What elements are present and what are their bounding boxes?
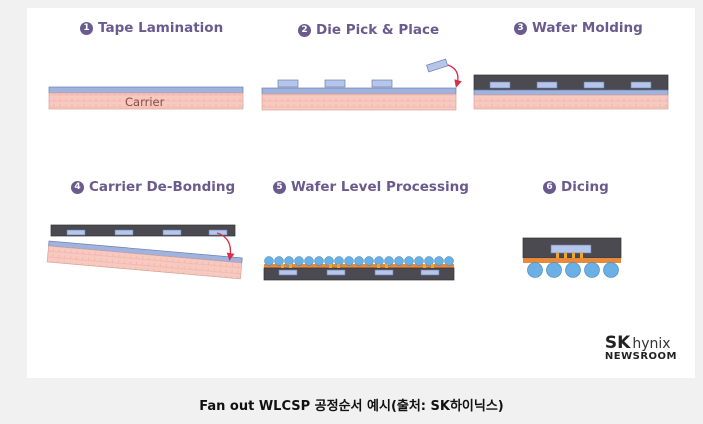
step-1-label: Tape Lamination: [98, 20, 224, 36]
die: [66, 229, 86, 236]
die: [278, 269, 298, 276]
die: [162, 229, 182, 236]
step-2-number: 2: [298, 23, 311, 37]
step-4-title: 4 Carrier De-Bonding: [71, 179, 235, 195]
step-3-title: 3 Wafer Molding: [514, 20, 643, 36]
step-2-label: Die Pick & Place: [316, 22, 440, 38]
place-arrow-icon: [447, 64, 462, 88]
debond-arrow-icon: [216, 232, 235, 261]
step-4-illustration: [46, 224, 243, 280]
die: [583, 81, 605, 89]
die: [371, 79, 393, 88]
bump-pads: [556, 253, 583, 259]
carrier-label: Carrier: [125, 95, 165, 109]
die: [630, 81, 652, 89]
die: [277, 79, 299, 88]
die: [324, 79, 346, 88]
step-5-number: 5: [273, 180, 286, 194]
bump-pads: [281, 264, 434, 268]
die: [326, 269, 346, 276]
step-6-number: 6: [543, 180, 556, 194]
carrier-wafer: [261, 93, 457, 111]
molded-wafer: [263, 267, 455, 281]
step-1-illustration: [48, 86, 244, 110]
step-4-number: 4: [71, 180, 84, 194]
step-2-title: 2 Die Pick & Place: [298, 22, 439, 38]
step-3-illustration: [473, 74, 669, 110]
rdl-layer: [264, 264, 454, 268]
die: [374, 269, 394, 276]
step-6-title: 6 Dicing: [543, 179, 609, 195]
die: [489, 81, 511, 89]
tape-layer: [48, 86, 244, 94]
logo-brand: SK: [604, 333, 631, 353]
step-3-number: 3: [514, 21, 527, 35]
die: [550, 244, 592, 254]
tape-layer: [261, 87, 457, 95]
process-illustrations: [46, 58, 669, 281]
die: [420, 269, 440, 276]
molded-wafer: [50, 224, 236, 237]
carrier-wafer: [48, 92, 244, 110]
step-3-label: Wafer Molding: [532, 20, 643, 36]
rdl-layer: [523, 258, 621, 263]
step-4-label: Carrier De-Bonding: [89, 179, 236, 195]
carrier-debonding: [46, 240, 243, 280]
step-6-illustration: [522, 237, 622, 278]
step-1-number: 1: [80, 21, 93, 35]
tape-layer: [473, 89, 669, 96]
step-2-illustration: [261, 58, 462, 111]
solder-balls: [527, 262, 619, 278]
die-picking: [426, 58, 449, 73]
step-5-label: Wafer Level Processing: [291, 179, 469, 195]
die: [208, 229, 228, 236]
step-5-illustration: [263, 256, 455, 281]
step-5-title: 5 Wafer Level Processing: [273, 179, 469, 195]
step-6-label: Dicing: [561, 179, 609, 195]
logo-name: hynix: [632, 336, 671, 352]
carrier-wafer: [473, 94, 669, 110]
step-1-title: 1 Tape Lamination: [80, 20, 223, 36]
figure-caption: Fan out WLCSP 공정순서 예시(출처: SK하이닉스): [199, 399, 504, 414]
die: [536, 81, 558, 89]
logo-sub: NEWSROOM: [604, 351, 677, 362]
die: [114, 229, 134, 236]
